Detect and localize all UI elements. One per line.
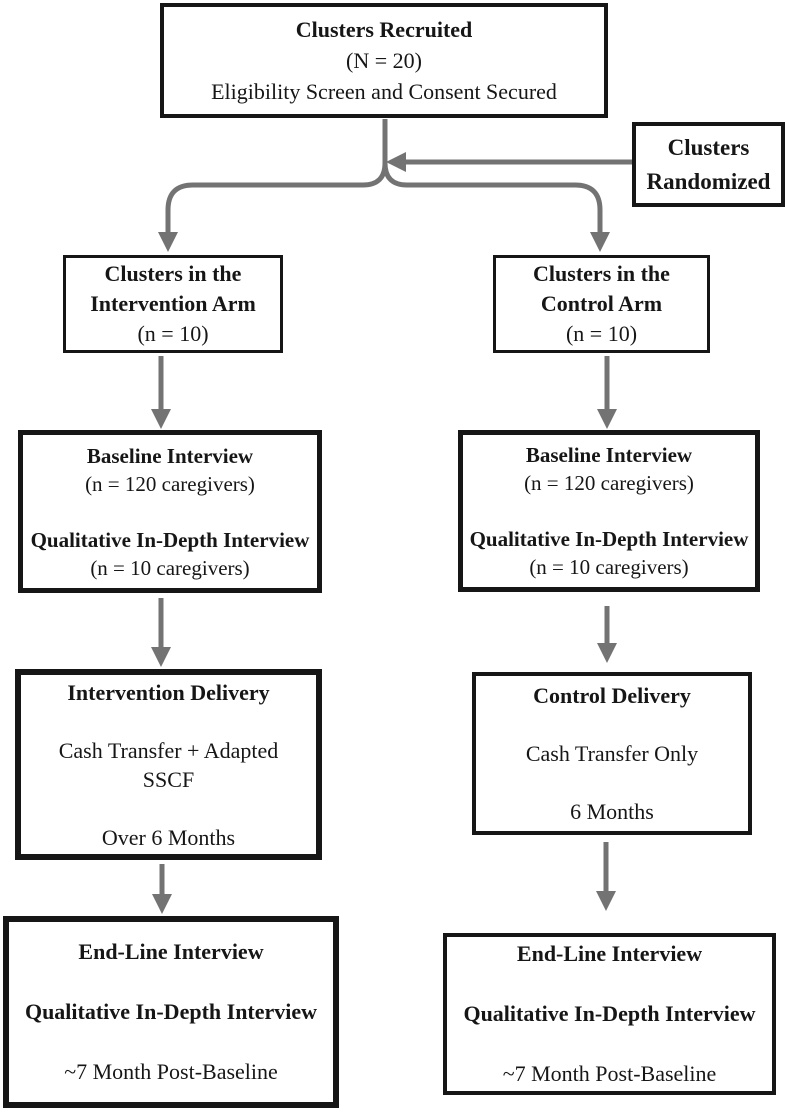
arrow-split-to-control-arm <box>382 162 610 252</box>
arrow-split-to-intervention-arm <box>158 162 388 252</box>
box-baseline-control: Baseline Interview (n = 120 caregivers) … <box>458 430 760 592</box>
box-line: Qualitative In-Depth Interview <box>469 527 749 551</box>
box-clusters-recruited: Clusters Recruited (N = 20) Eligibility … <box>160 3 608 118</box>
box-line <box>9 967 333 997</box>
box-line <box>21 794 316 823</box>
box-endline-intervention: End-Line Interview Qualitative In-Depth … <box>3 916 339 1108</box>
box-line: ~7 Month Post-Baseline <box>502 1061 717 1086</box>
box-line: (n = 120 caregivers) <box>85 471 255 496</box>
box-line: Baseline Interview <box>86 443 254 468</box>
box-line: End-Line Interview <box>78 939 264 964</box>
box-line: (n = 10 caregivers) <box>90 555 250 580</box>
box-line: Intervention Arm <box>90 291 256 316</box>
box-line <box>447 1029 772 1059</box>
box-line <box>476 710 748 739</box>
box-line: (n = 10) <box>137 321 209 346</box>
box-line: Qualitative In-Depth Interview <box>30 527 310 552</box>
box-line <box>21 707 316 736</box>
box-line: SSCF <box>142 766 195 792</box>
box-line: Qualitative In-Depth Interview <box>463 1001 756 1026</box>
box-line: (n = 10 caregivers) <box>529 555 689 579</box>
box-line <box>447 969 772 999</box>
box-line: ~7 Month Post-Baseline <box>64 1059 278 1084</box>
box-line: Cash Transfer Only <box>525 741 699 766</box>
box-intervention-arm: Clusters in the Intervention Arm (n = 10… <box>63 255 283 353</box>
box-control-delivery: Control Delivery Cash Transfer Only 6 Mo… <box>472 672 752 835</box>
box-line: Clusters Recruited <box>295 17 473 42</box>
box-line: Intervention Delivery <box>67 679 270 705</box>
box-control-arm: Clusters in the Control Arm (n = 10) <box>493 255 710 353</box>
box-line <box>463 497 755 525</box>
box-endline-control: End-Line Interview Qualitative In-Depth … <box>443 933 776 1095</box>
box-line: Baseline Interview <box>525 443 693 467</box>
box-line: (N = 20) <box>346 48 422 73</box>
box-line: Eligibility Screen and Consent Secured <box>211 79 557 104</box>
box-line: Clusters <box>667 134 750 160</box>
box-line: 6 Months <box>570 799 654 824</box>
box-line: Qualitative In-Depth Interview <box>24 999 318 1024</box>
box-line <box>476 768 748 797</box>
box-line: Control Arm <box>540 291 663 316</box>
box-line: Over 6 Months <box>101 824 236 850</box>
box-line: (n = 120 caregivers) <box>524 471 694 495</box>
box-baseline-intervention: Baseline Interview (n = 120 caregivers) … <box>18 430 322 593</box>
box-line: Control Delivery <box>533 683 691 708</box>
box-line: (n = 10) <box>565 321 638 346</box>
box-line: Clusters in the <box>104 261 242 286</box>
box-line <box>23 498 317 526</box>
box-line <box>9 1027 333 1057</box>
box-line: End-Line Interview <box>516 941 703 966</box>
box-line: Randomized <box>646 168 771 194</box>
box-line: Clusters in the <box>533 261 670 286</box>
box-clusters-randomized: Clusters Randomized <box>632 122 785 207</box>
box-intervention-delivery: Intervention Delivery Cash Transfer + Ad… <box>15 669 322 860</box>
box-line: Cash Transfer + Adapted <box>58 737 279 763</box>
